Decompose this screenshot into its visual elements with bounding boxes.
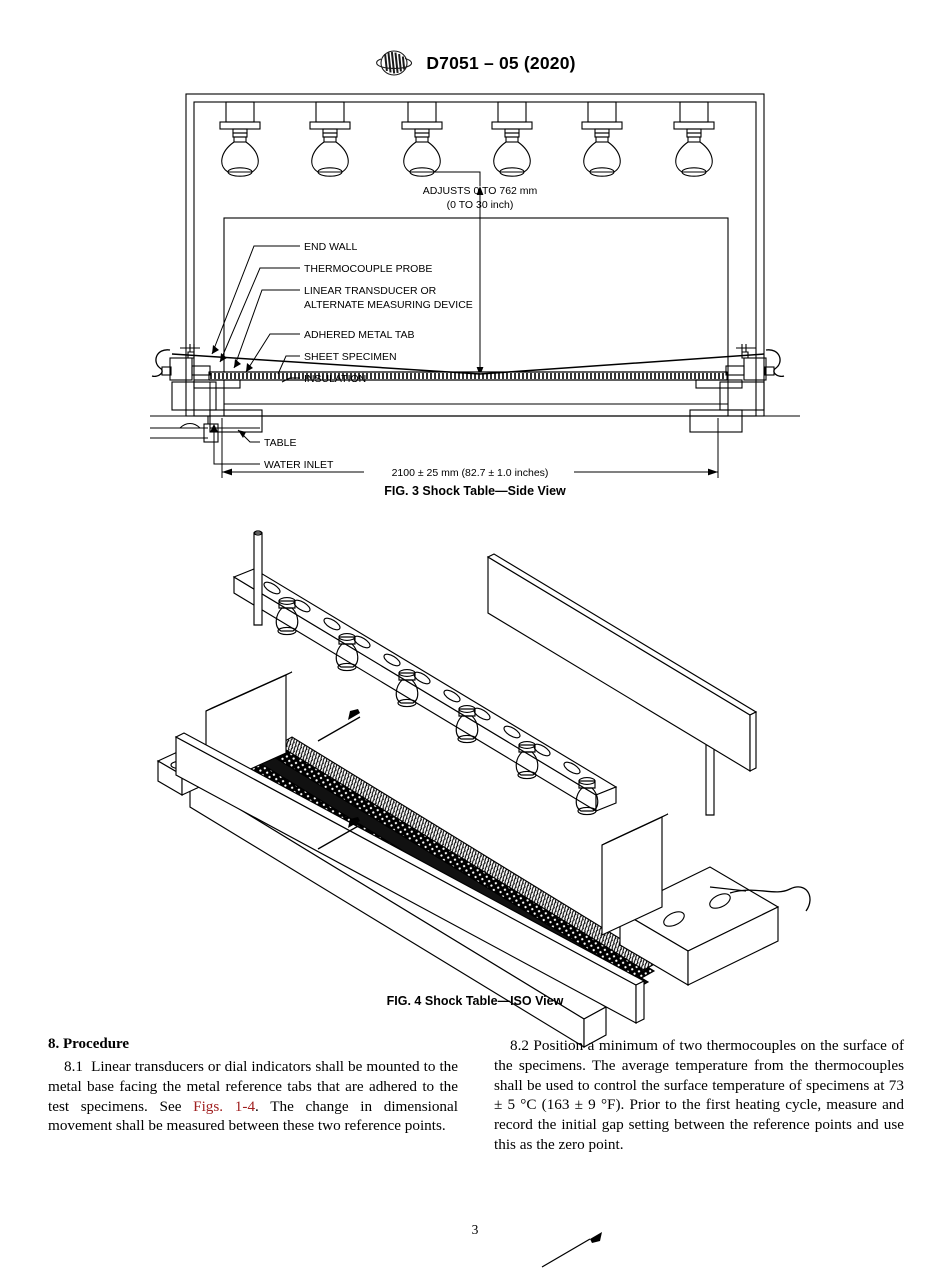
body-columns: 8. Procedure 8.1 Linear transducers or d…: [48, 1036, 904, 1155]
overall-dimension-label: 2100 ± 25 mm (82.7 ± 1.0 inches): [392, 467, 549, 479]
callout-table: TABLE: [264, 437, 296, 449]
paragraph-8-1-text-before: Linear transducers or dial indicators sh…: [48, 1058, 459, 1115]
paragraph-8-1-text-after: . The change in dimensional movement sha…: [48, 1097, 458, 1135]
adjust-label-line2: (0 TO 30 inch): [447, 199, 514, 211]
water-inlet-pipe: [150, 416, 219, 443]
page-header: D7051 – 05 (2020): [0, 48, 950, 78]
callout-adhered-metal-tab: ADHERED METAL TAB: [304, 329, 414, 341]
right-column: 8.2 Position a minimum of two thermocoup…: [494, 1036, 904, 1155]
callout-insulation: INSULATION: [304, 373, 366, 385]
figure-3-shock-table-side-view: ADJUSTS 0 TO 762 mm (0 TO 30 inch) END W…: [150, 86, 800, 479]
exploded-arrows: [317, 716, 591, 1268]
paragraph-8-2-text: Position a minimum of two thermocouples …: [494, 1037, 905, 1153]
iso-end-wall-right: [601, 813, 669, 936]
lamp-fixtures: [219, 101, 715, 177]
callout-thermocouple-probe: THERMOCOUPLE PROBE: [304, 263, 432, 275]
page-number: 3: [471, 1222, 479, 1237]
right-end-assembly: [618, 866, 811, 987]
callout-leaders: [209, 245, 300, 429]
standard-designation: D7051 – 05 (2020): [426, 52, 576, 73]
callout-sheet-specimen: SHEET SPECIMEN: [304, 351, 397, 363]
callout-end-wall: END WALL: [304, 241, 357, 253]
leader-arrowheads: [212, 345, 253, 372]
figure-3-caption: FIG. 3 Shock Table—Side View: [384, 484, 566, 498]
paragraph-number-8-1: 8.1: [64, 1058, 83, 1075]
astm-logo-icon: [376, 50, 413, 76]
overall-dimension: [221, 418, 719, 478]
figs-1-4-crossref[interactable]: Figs. 1-4: [193, 1097, 256, 1115]
section-heading: 8. Procedure: [48, 1036, 130, 1052]
paragraph-8-1: 8.1 Linear transducers or dial indicator…: [48, 1057, 458, 1136]
figure-4-caption: FIG. 4 Shock Table—ISO View: [386, 994, 564, 1008]
callout-water-inlet: WATER INLET: [264, 459, 334, 471]
paragraph-8-2: 8.2 Position a minimum of two thermocoup…: [494, 1036, 904, 1155]
callout-linear-transducer-line1: LINEAR TRANSDUCER OR: [304, 285, 437, 297]
adjust-label-line1: ADJUSTS 0 TO 762 mm: [423, 185, 538, 197]
left-column: 8. Procedure 8.1 Linear transducers or d…: [48, 1036, 458, 1155]
callout-linear-transducer-line2: ALTERNATE MEASURING DEVICE: [304, 299, 473, 311]
lamp-rail: [232, 568, 618, 813]
figure-4-shock-table-iso-view: [150, 515, 850, 1268]
left-end-support: [151, 344, 241, 411]
exploded-side-panel-front: [174, 732, 646, 1024]
paragraph-number-8-2: 8.2: [510, 1037, 529, 1054]
iso-lamp-fixtures: [275, 597, 599, 816]
rear-panel: [486, 553, 758, 773]
